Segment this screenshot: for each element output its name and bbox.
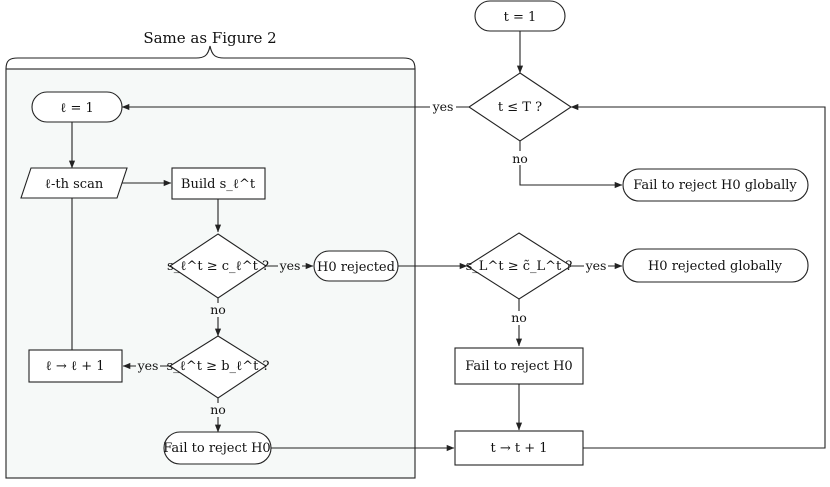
decision-cond-L-label: s_L^t ≥ c̃_L^t ? <box>466 259 573 274</box>
decision-cond-b-label: s_ℓ^t ≥ b_ℓ^t ? <box>167 359 270 374</box>
edge-label-yes-condb: yes <box>137 358 159 373</box>
io-scan-label: ℓ-th scan <box>45 177 104 192</box>
decision-cond-L: s_L^t ≥ c̃_L^t ? <box>466 232 573 300</box>
curly-brace <box>5 45 416 70</box>
edge-label-no-tcheck: no <box>512 151 528 166</box>
edge-label-yes-condc: yes <box>279 258 301 273</box>
node-t-start: t = 1 <box>474 0 566 32</box>
edge-label-yes-tcheck: yes <box>432 99 454 114</box>
decision-t-check: t ≤ T ? <box>468 72 572 142</box>
edge-label-no-condb: no <box>210 402 226 417</box>
decision-cond-b: s_ℓ^t ≥ b_ℓ^t ? <box>167 335 270 399</box>
terminal-fail-global-label: Fail to reject H0 globally <box>633 178 797 193</box>
terminal-l-start: ℓ = 1 <box>31 91 123 123</box>
process-t-increment-label: t → t + 1 <box>490 441 547 456</box>
terminal-h0-rejected: H0 rejected <box>313 250 399 282</box>
process-build: Build s_ℓ^t <box>171 167 266 200</box>
terminal-fail-local: Fail to reject H0 <box>163 431 272 465</box>
edge-label-no-condL: no <box>511 310 527 325</box>
terminal-h0-rejected-label: H0 rejected <box>317 260 395 275</box>
terminal-fail-local-label: Fail to reject H0 <box>163 441 270 456</box>
brace-label: Same as Figure 2 <box>143 29 276 47</box>
terminal-fail-global: Fail to reject H0 globally <box>622 168 809 202</box>
process-t-increment: t → t + 1 <box>454 430 584 466</box>
node-t-start-label: t = 1 <box>504 10 537 25</box>
io-scan: ℓ-th scan <box>20 167 128 199</box>
decision-cond-c-label: s_ℓ^t ≥ c_ℓ^t ? <box>167 259 269 274</box>
terminal-h0-global-label: H0 rejected globally <box>648 259 783 274</box>
edge-tcheck-no <box>519 141 623 189</box>
process-fail-L-label: Fail to reject H0 <box>465 359 572 374</box>
terminal-h0-global: H0 rejected globally <box>622 248 809 283</box>
terminal-l-start-label: ℓ = 1 <box>60 101 94 116</box>
process-fail-L: Fail to reject H0 <box>454 347 584 385</box>
decision-t-check-label: t ≤ T ? <box>498 100 542 115</box>
decision-cond-c: s_ℓ^t ≥ c_ℓ^t ? <box>167 233 269 299</box>
process-l-increment: ℓ → ℓ + 1 <box>28 349 123 383</box>
edge-label-no-condc: no <box>210 302 226 317</box>
process-l-increment-label: ℓ → ℓ + 1 <box>45 359 104 374</box>
edge-label-yes-condL: yes <box>585 258 607 273</box>
process-build-label: Build s_ℓ^t <box>181 177 256 192</box>
edge-loop-back <box>570 103 826 449</box>
